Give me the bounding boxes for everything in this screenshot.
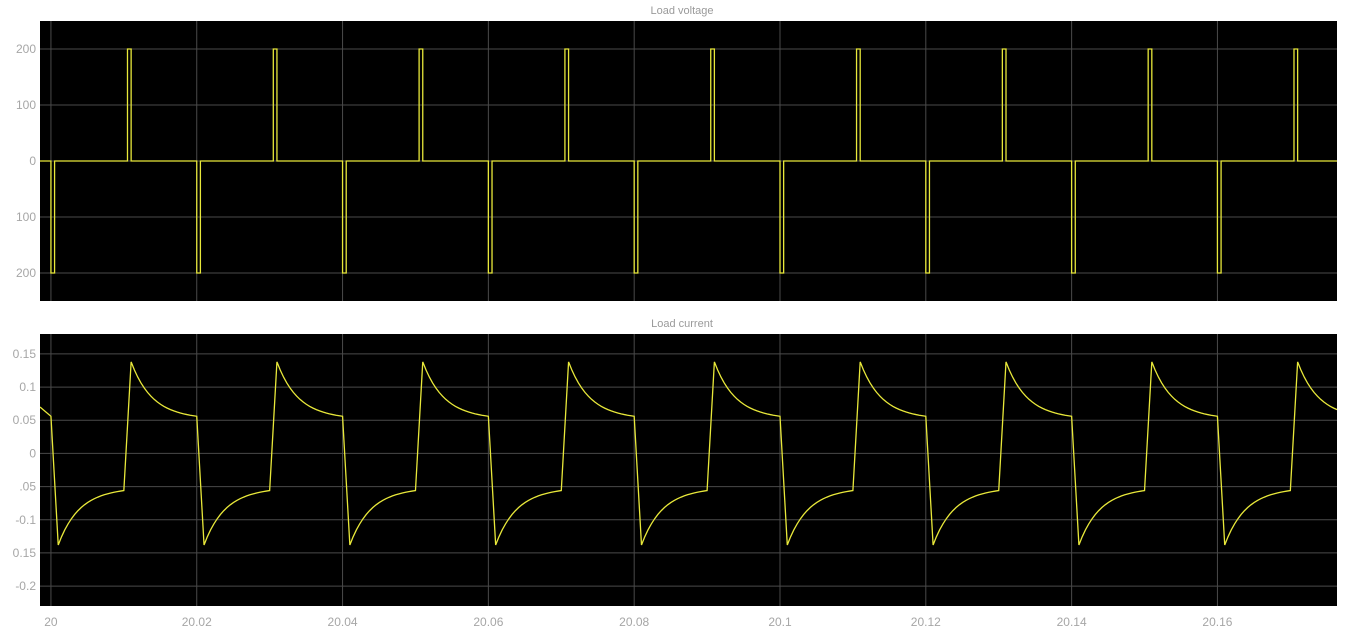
current-x-ticks: 20 20.02 20.04 20.06 20.08 20.1 20.12 20.14 20.1…	[44, 615, 1233, 628]
voltage-series	[40, 48, 1337, 274]
voltage-trace	[40, 48, 1337, 274]
x-tick-label: 20.04	[328, 615, 358, 628]
current-title: Load current	[651, 318, 713, 330]
voltage-title: Load voltage	[651, 5, 714, 17]
x-tick-label: 20.14	[1057, 615, 1087, 628]
voltage-panel: Load voltage 200 100 0 100 200	[16, 5, 1337, 301]
y-tick-label: 0	[29, 154, 36, 168]
y-tick-label: 0.05	[13, 413, 37, 427]
y-tick-label: 0.1	[19, 380, 36, 394]
y-tick-label: 200	[16, 266, 36, 280]
current-series	[40, 361, 1337, 546]
current-trace	[40, 361, 1337, 546]
y-tick-label: -0.1	[15, 513, 36, 527]
x-tick-label: 20.02	[182, 615, 212, 628]
voltage-y-ticks: 200 100 0 100 200	[16, 42, 36, 280]
current-panel: Load current 0.150.10.050.05-0.10.15-0.2…	[13, 318, 1337, 628]
current-plot-area[interactable]	[40, 334, 1337, 606]
y-tick-label: 0	[29, 446, 36, 460]
x-tick-label: 20.16	[1202, 615, 1232, 628]
y-tick-label: 100	[16, 210, 36, 224]
x-tick-label: 20.1	[768, 615, 792, 628]
y-tick-label: 0.15	[13, 347, 37, 361]
voltage-grid	[40, 21, 1337, 301]
y-tick-label: .05	[19, 480, 36, 494]
y-tick-label: 200	[16, 42, 36, 56]
current-y-ticks: 0.150.10.050.05-0.10.15-0.2	[13, 347, 37, 593]
x-tick-label: 20	[44, 615, 58, 628]
y-tick-label: 100	[16, 98, 36, 112]
current-grid	[40, 334, 1337, 606]
x-tick-label: 20.06	[473, 615, 503, 628]
x-tick-label: 20.08	[619, 615, 649, 628]
x-tick-label: 20.12	[911, 615, 941, 628]
y-tick-label: -0.2	[15, 579, 36, 593]
y-tick-label: 0.15	[13, 546, 37, 560]
